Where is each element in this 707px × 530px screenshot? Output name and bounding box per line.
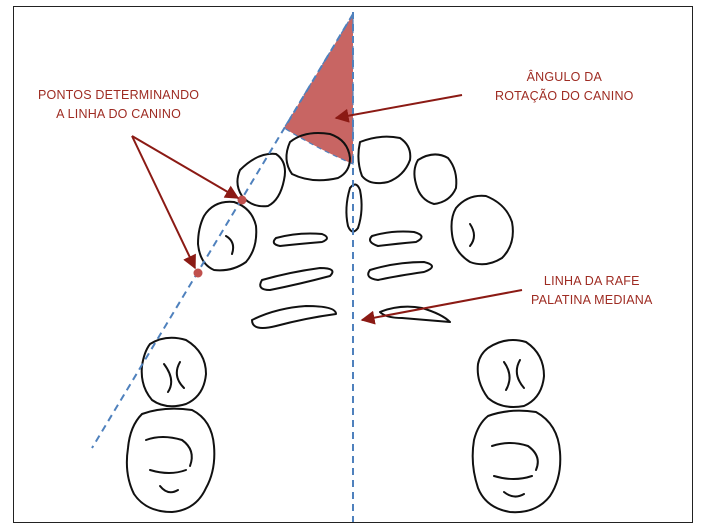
points-label-line1: PONTOS DETERMINANDO xyxy=(38,86,199,105)
canine-point-upper xyxy=(238,196,247,205)
raphe-label-line1: LINHA DA RAFE xyxy=(531,272,653,291)
arrow-to-lower-point xyxy=(132,136,195,268)
ruga-right-1 xyxy=(370,232,422,247)
ruga-left-1 xyxy=(274,234,327,247)
points-label-line2: A LINHA DO CANINO xyxy=(38,105,199,124)
ruga-right-2 xyxy=(368,262,432,280)
angle-label: ÂNGULO DA ROTAÇÃO DO CANINO xyxy=(495,68,634,106)
raphe-label-line2: PALATINA MEDIANA xyxy=(531,291,653,310)
raphe-label: LINHA DA RAFE PALATINA MEDIANA xyxy=(531,272,653,310)
right-central-incisor xyxy=(358,137,410,183)
ruga-left-2 xyxy=(260,268,332,290)
canine-axis-line xyxy=(92,14,353,448)
right-premolar xyxy=(452,196,513,265)
right-second-premolar xyxy=(478,340,544,407)
canine-point-lower xyxy=(194,269,203,278)
arrow-to-angle xyxy=(336,95,462,118)
angle-label-line1: ÂNGULO DA xyxy=(495,68,634,87)
right-canine xyxy=(414,154,456,204)
ruga-left-3 xyxy=(252,306,336,328)
angle-label-line2: ROTAÇÃO DO CANINO xyxy=(495,87,634,106)
upper-arch-drawing xyxy=(127,133,560,512)
points-label: PONTOS DETERMINANDO A LINHA DO CANINO xyxy=(38,86,199,124)
left-first-molar xyxy=(127,409,214,512)
